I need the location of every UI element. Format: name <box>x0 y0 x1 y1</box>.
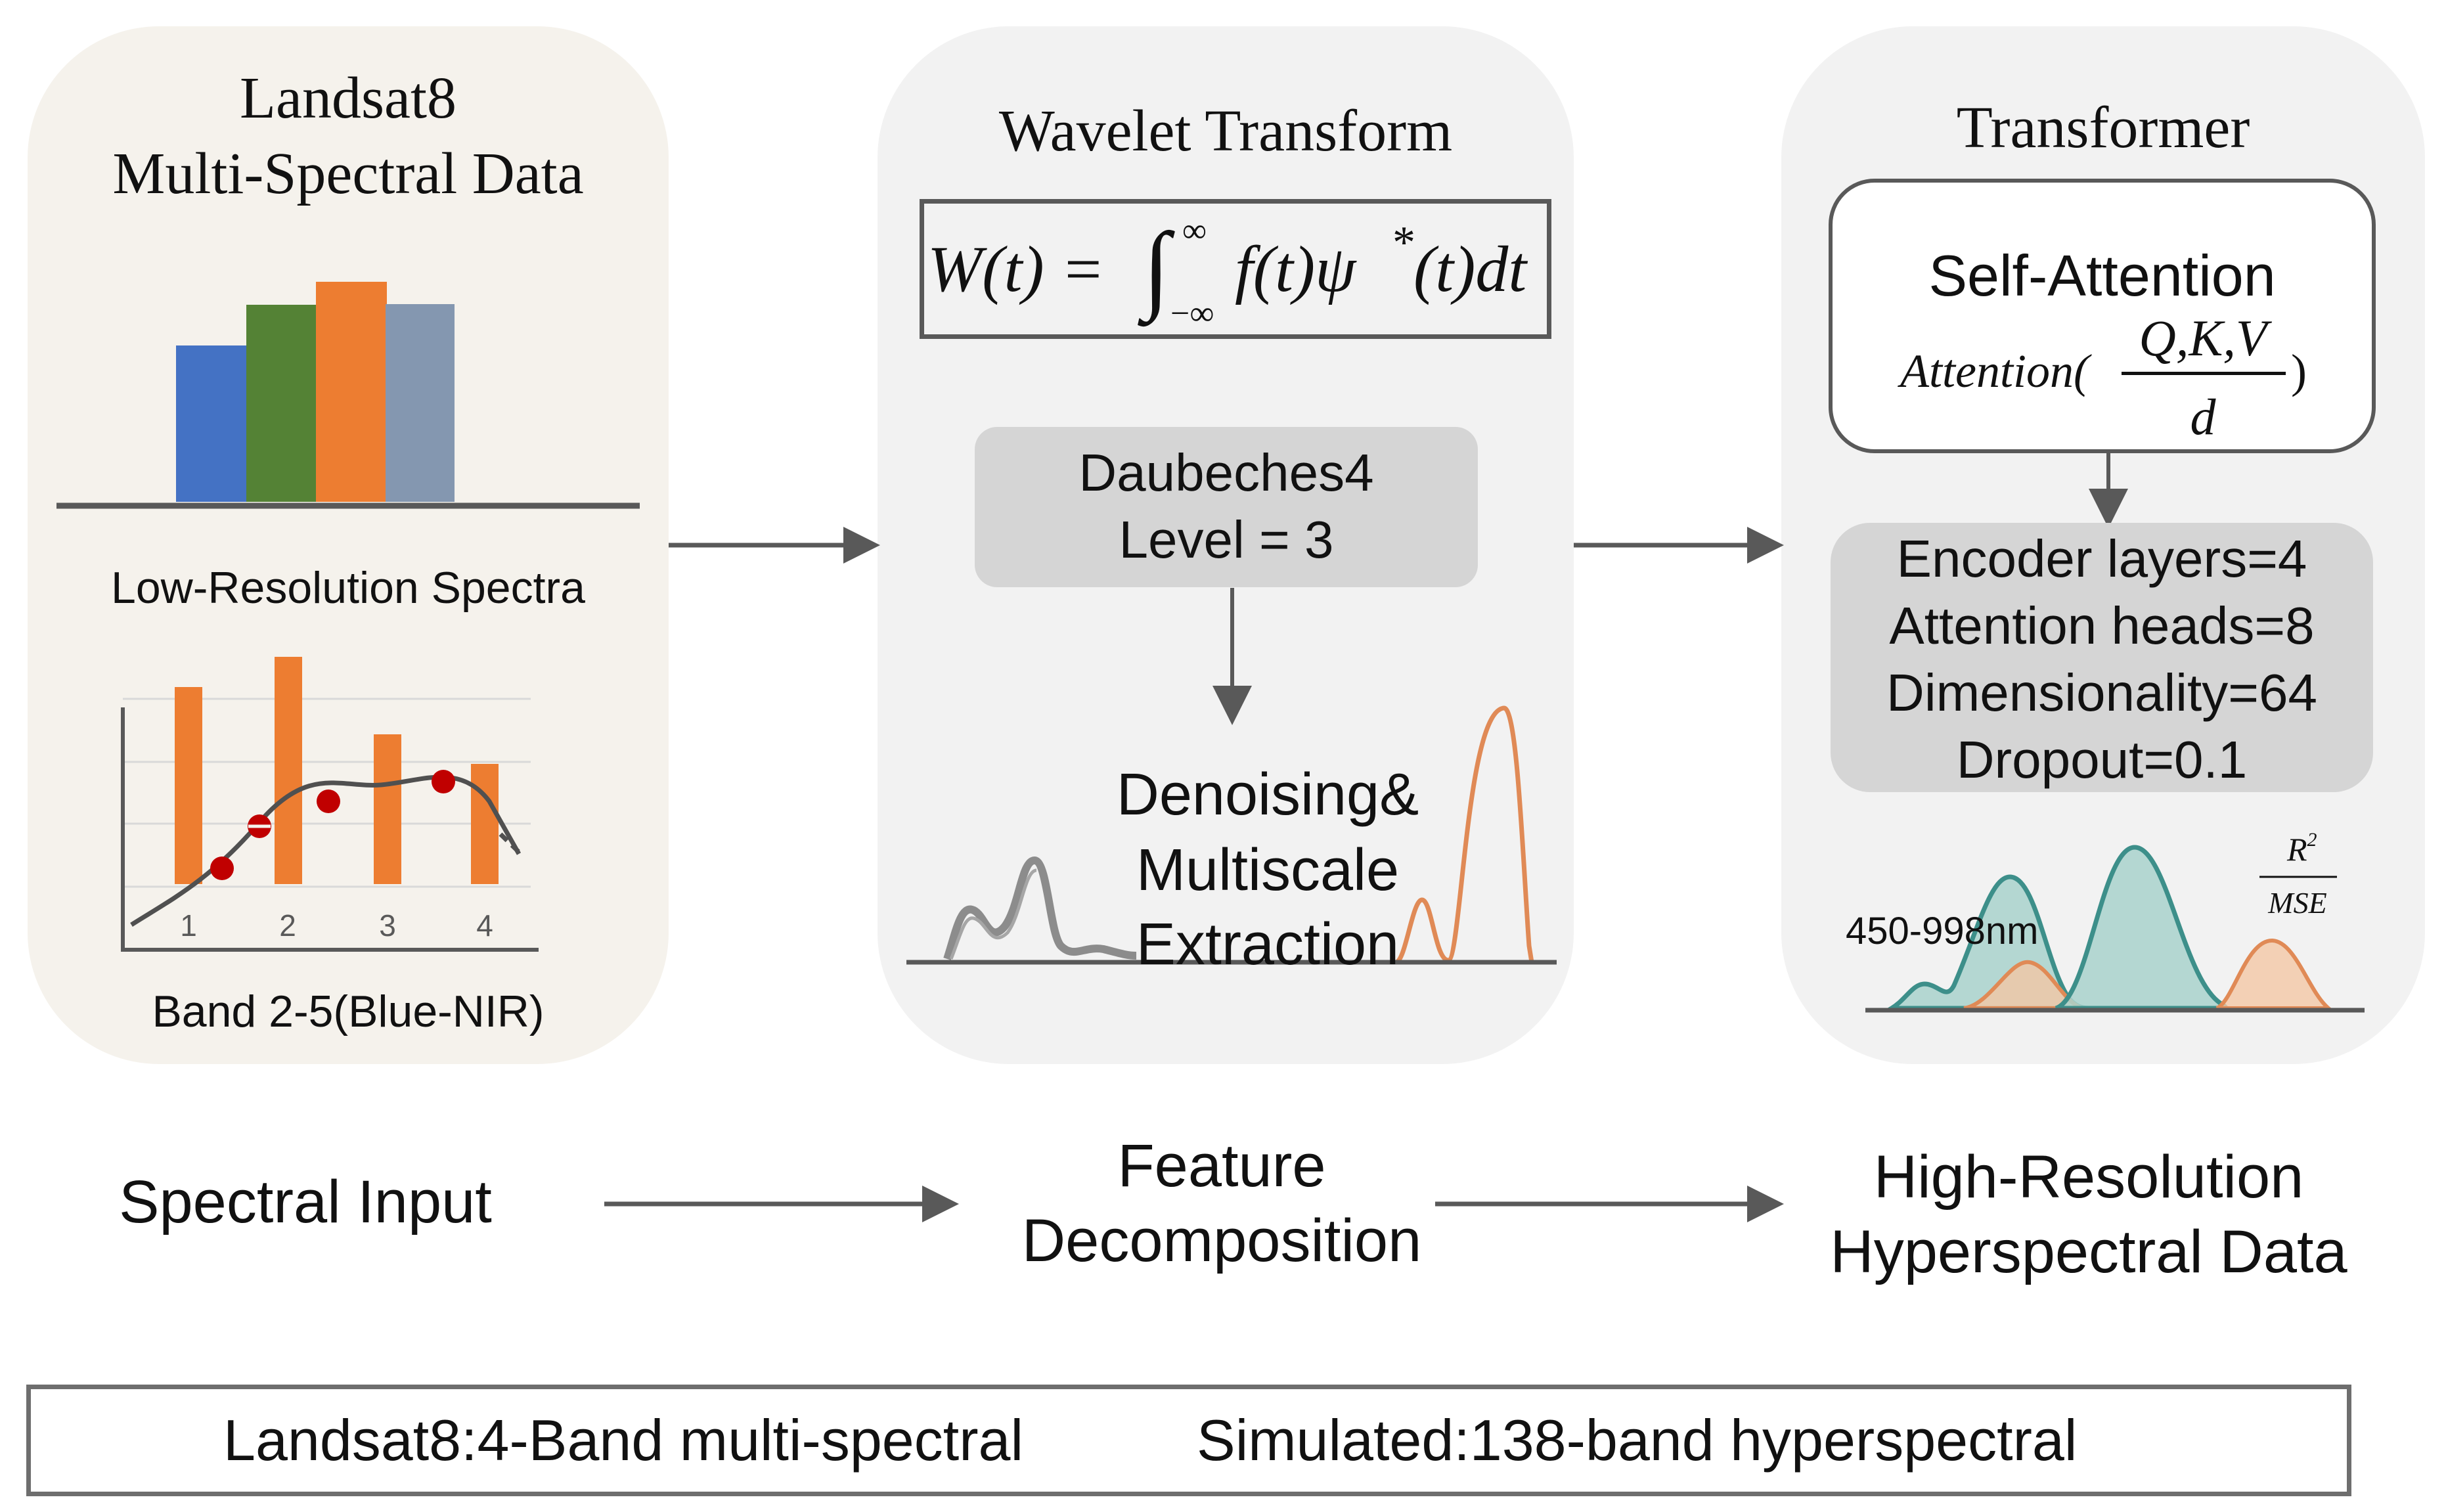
footer-left: Landsat8:4-Band multi-spectral <box>223 1408 1023 1473</box>
output-label-line3: Extraction <box>1136 912 1400 977</box>
param-encoder-layers: Encoder layers=4 <box>1896 529 2307 588</box>
attention-fraction-bar <box>2122 372 2286 375</box>
band-bar-slate <box>386 304 455 502</box>
multispectral-bar-chart <box>56 282 640 509</box>
band-bar-orange <box>316 282 387 502</box>
formula-integral: ∫ <box>1143 213 1170 322</box>
attention-numerator: Q,K,V <box>2139 309 2267 367</box>
formula-conjugate: * <box>1392 217 1415 268</box>
attention-close: ) <box>2291 345 2307 397</box>
formula-upper-limit: ∞ <box>1182 212 1207 250</box>
panel1-title-line2: Multi-Spectral Data <box>112 141 584 206</box>
panel1-bands-label: Band 2-5(Blue-NIR) <box>152 987 545 1036</box>
band-bar-green <box>246 305 317 502</box>
wavelet-formula-box <box>920 199 1551 339</box>
formula-lower-limit: −∞ <box>1170 295 1214 332</box>
transformer-params-box <box>1831 523 2373 792</box>
output-label-line1: Denoising& <box>1116 762 1419 828</box>
spectra-trend-tail <box>499 832 524 857</box>
band-spectra-plot: 1 2 3 4 <box>121 657 539 952</box>
wavelength-range-label: 450-998nm <box>1846 910 2039 952</box>
wavelet-signal-plot <box>906 588 1557 965</box>
attention-down-arrow <box>2089 453 2128 525</box>
flow-step-output-line1: High-Resolution <box>1873 1144 2304 1211</box>
spectra-bar-4 <box>471 764 499 884</box>
panel2-title: Wavelet Transform <box>998 99 1453 164</box>
hyperspectral-output-plot: R2 MSE <box>1865 829 2365 1013</box>
self-attention-title: Self-Attention <box>1928 243 2276 308</box>
spectra-bar-2 <box>275 657 302 884</box>
flow-step-feature-line2: Decomposition <box>1021 1207 1422 1274</box>
extracted-signal-curve <box>1394 705 1534 965</box>
flow-step-output-line2: Hyperspectral Data <box>1830 1218 2347 1285</box>
band-tick-4: 4 <box>476 908 493 943</box>
panel3-title: Transformer <box>1956 95 2250 160</box>
wavelet-level: Level = 3 <box>1119 510 1334 569</box>
param-dimensionality: Dimensionality=64 <box>1886 663 2317 722</box>
peak-peach-2 <box>2215 938 2334 1010</box>
spectra-bar-3 <box>374 734 401 884</box>
output-label-line2: Multiscale <box>1136 837 1400 903</box>
metric-r2: R2 <box>2286 829 2317 868</box>
param-attention-heads: Attention heads=8 <box>1889 596 2315 655</box>
noisy-signal-curve-trace <box>949 868 1037 960</box>
panel1-title-line1: Landsat8 <box>240 66 456 131</box>
formula-rhs-end: (t)dt <box>1413 233 1527 305</box>
formula-lhs: W(t) = <box>927 233 1105 305</box>
spectra-point <box>210 856 234 880</box>
flow-step-spectral-input: Spectral Input <box>119 1168 492 1235</box>
wavelet-settings-box <box>975 427 1478 587</box>
wavelet-name: Daubeches4 <box>1078 443 1374 502</box>
metric-mse: MSE <box>2267 886 2326 920</box>
footer-box <box>26 1385 2351 1496</box>
spectra-bar-1 <box>175 687 202 884</box>
spectra-point <box>432 770 455 793</box>
footer-right: Simulated:138-band hyperspectral <box>1197 1408 2078 1473</box>
flow-arrows <box>604 527 1784 1222</box>
band-tick-1: 1 <box>180 908 197 943</box>
peak-teal-2 <box>2055 845 2233 1011</box>
band-tick-3: 3 <box>379 908 396 943</box>
band-bar-blue <box>176 345 247 502</box>
attention-fn: Attention( <box>1900 345 2089 397</box>
spectra-point <box>317 789 340 813</box>
panel-multispectral-input <box>28 26 669 1064</box>
noisy-signal-curve <box>943 856 1137 960</box>
formula-rhs: f(t)ψ <box>1235 233 1356 305</box>
band-tick-2: 2 <box>279 908 296 943</box>
flow-step-feature-line1: Feature <box>1117 1132 1326 1199</box>
attention-denominator: d <box>2190 388 2216 445</box>
panel1-subtitle: Low-Resolution Spectra <box>111 563 585 613</box>
param-dropout: Dropout=0.1 <box>1956 730 2248 789</box>
self-attention-box <box>1829 179 2376 453</box>
